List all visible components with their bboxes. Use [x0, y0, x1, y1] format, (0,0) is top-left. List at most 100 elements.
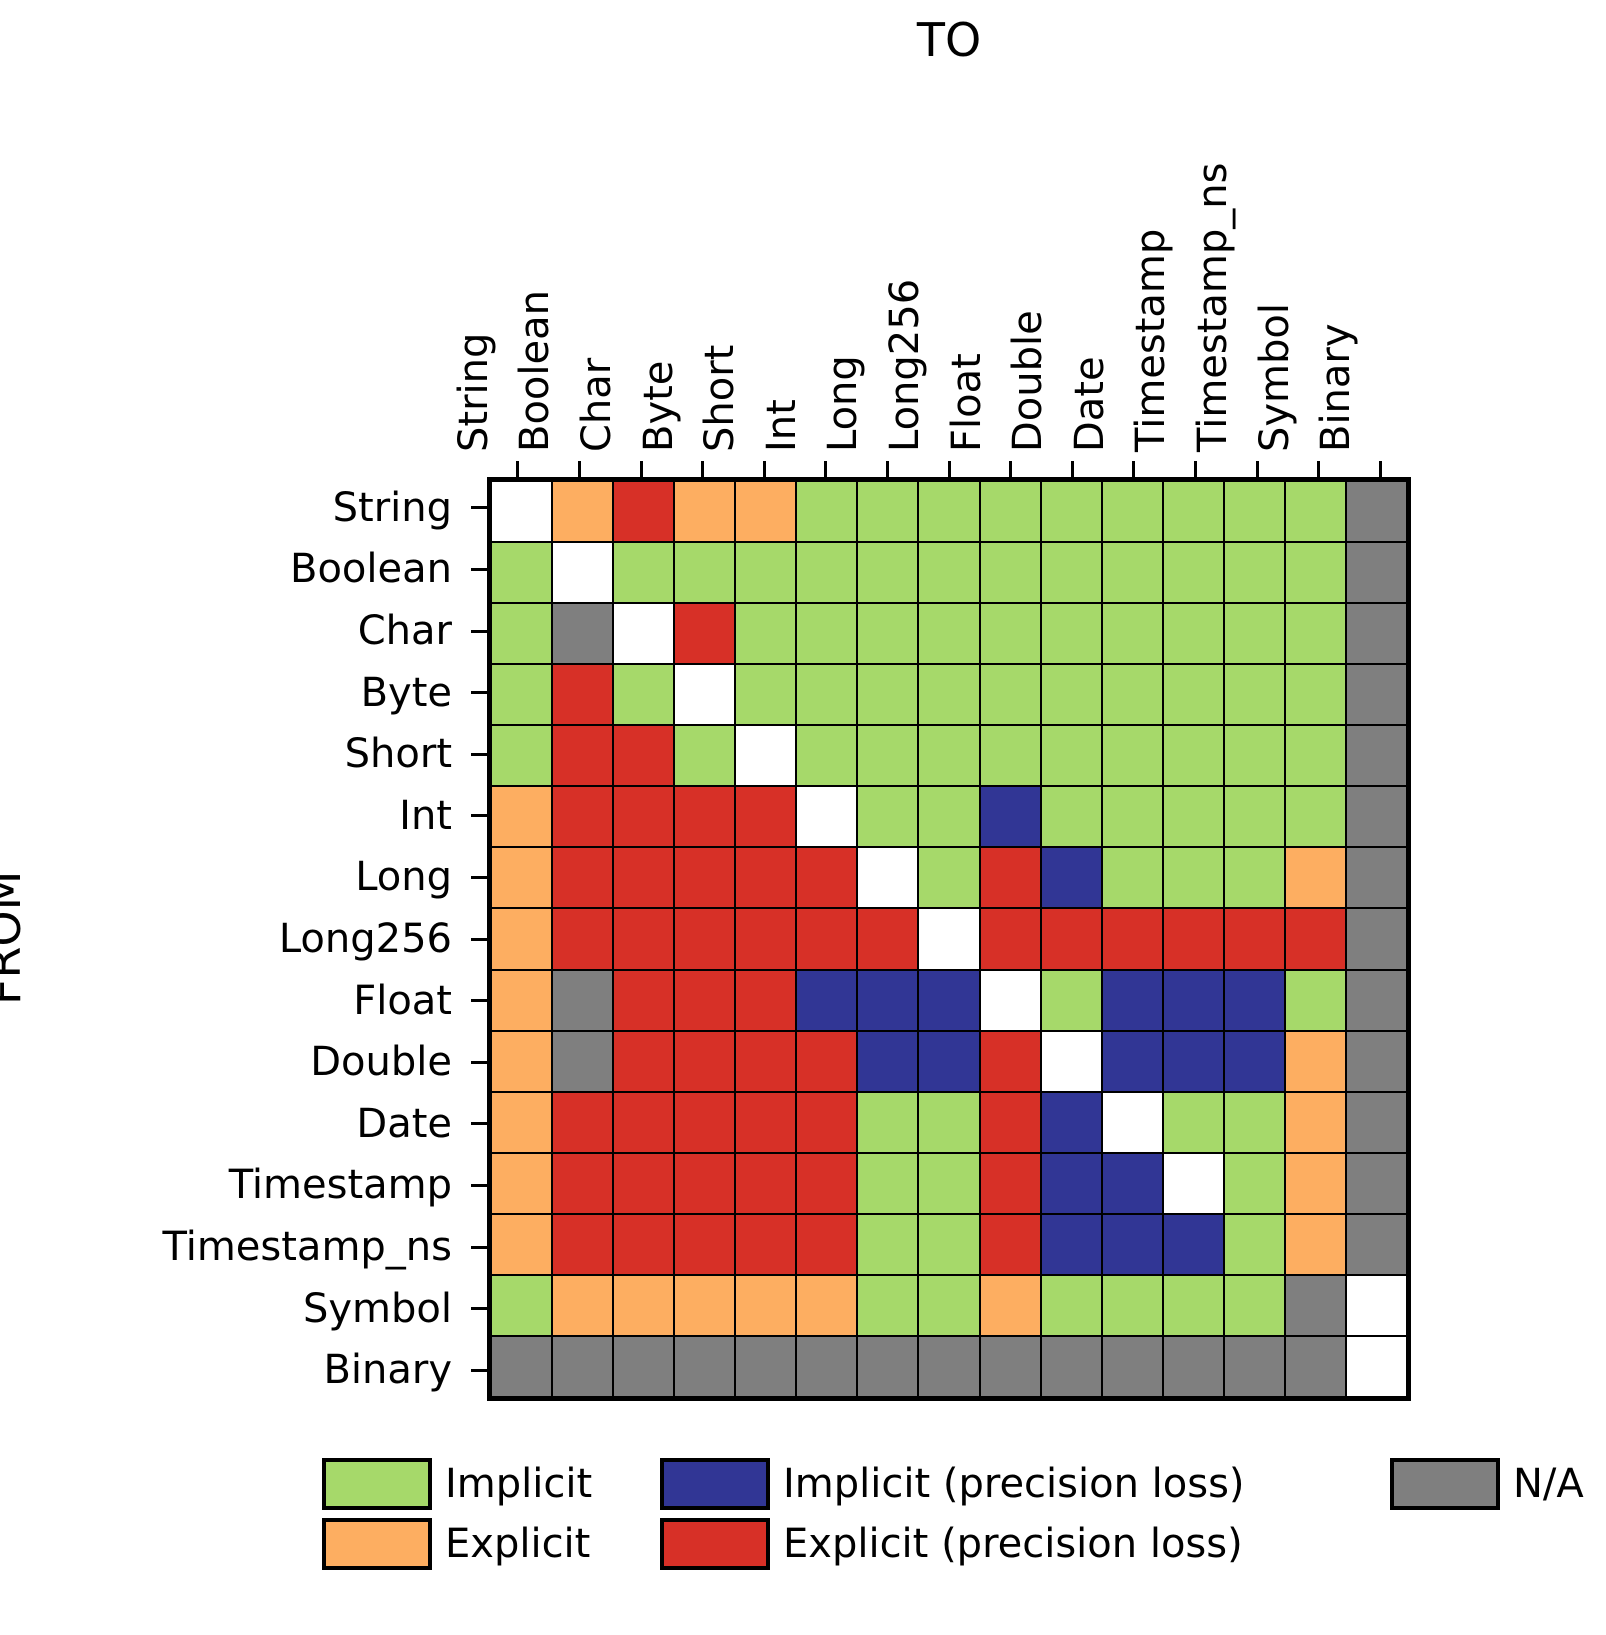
cell-Byte-to-Boolean: [552, 664, 614, 726]
cell-Int-to-Timestamp: [1162, 786, 1224, 848]
cell-Char-to-Boolean: [552, 603, 614, 665]
cell-Binary-to-Float: [979, 1335, 1041, 1397]
cell-Char-to-Byte: [674, 603, 736, 665]
col-tick-Float: [1009, 461, 1013, 477]
cell-Boolean-to-Binary: [1345, 542, 1407, 604]
cell-Float-to-Timestamp_ns: [1223, 969, 1285, 1031]
row-label-Binary: Binary: [323, 1347, 452, 1394]
cell-String-to-Double: [1040, 481, 1102, 543]
cell-Symbol-to-Double: [1040, 1274, 1102, 1336]
cell-Symbol-to-Long: [857, 1274, 919, 1336]
cell-Long256-to-Date: [1101, 908, 1163, 970]
cell-Char-to-Int: [796, 603, 858, 665]
cell-Boolean-to-Int: [796, 542, 858, 604]
row-label-Symbol: Symbol: [302, 1285, 452, 1332]
cell-Long-to-Boolean: [552, 847, 614, 909]
row-label-Long: Long: [355, 854, 452, 901]
cell-Short-to-Long256: [918, 725, 980, 787]
cell-Boolean-to-Long256: [918, 542, 980, 604]
cell-Boolean-to-Date: [1101, 542, 1163, 604]
col-tick-Int: [824, 461, 828, 477]
col-tick-Short: [762, 461, 766, 477]
cell-Long-to-Byte: [674, 847, 736, 909]
cell-Byte-to-Symbol: [1284, 664, 1346, 726]
cell-Short-to-Binary: [1345, 725, 1407, 787]
cell-Timestamp-to-Float: [979, 1152, 1041, 1214]
cell-Short-to-String: [491, 725, 553, 787]
cell-Timestamp_ns-to-Timestamp: [1162, 1213, 1224, 1275]
cell-Timestamp_ns-to-Int: [796, 1213, 858, 1275]
cell-Long-to-Long256: [918, 847, 980, 909]
cell-Float-to-Symbol: [1284, 969, 1346, 1031]
col-label-Double: Double: [1005, 310, 1052, 452]
cell-Float-to-Float: [979, 969, 1041, 1031]
cell-Double-to-Int: [796, 1030, 858, 1092]
cell-Timestamp_ns-to-Date: [1101, 1213, 1163, 1275]
cell-Timestamp-to-Symbol: [1284, 1152, 1346, 1214]
cast-matrix-grid: [487, 477, 1411, 1401]
cell-Float-to-Double: [1040, 969, 1102, 1031]
row-label-Long256: Long256: [278, 916, 452, 962]
cell-Float-to-Binary: [1345, 969, 1407, 1031]
cell-Short-to-Symbol: [1284, 725, 1346, 787]
cell-String-to-String: [491, 481, 553, 543]
cell-Binary-to-Binary: [1345, 1335, 1407, 1397]
cell-Binary-to-Date: [1101, 1335, 1163, 1397]
cell-Symbol-to-Date: [1101, 1274, 1163, 1336]
col-tick-Symbol: [1317, 461, 1321, 477]
col-label-Timestamp: Timestamp: [1128, 228, 1175, 452]
cell-Float-to-Char: [613, 969, 675, 1031]
cell-Timestamp-to-Date: [1101, 1152, 1163, 1214]
row-label-Char: Char: [357, 608, 452, 654]
col-tick-Timestamp: [1193, 461, 1197, 477]
legend-swatch-R: [660, 1518, 770, 1570]
cell-Symbol-to-Int: [796, 1274, 858, 1336]
row-tick-Timestamp: [471, 1183, 487, 1187]
cell-Char-to-Timestamp: [1162, 603, 1224, 665]
cell-Binary-to-Symbol: [1284, 1335, 1346, 1397]
cell-Symbol-to-String: [491, 1274, 553, 1336]
cell-Timestamp_ns-to-Double: [1040, 1213, 1102, 1275]
cell-Timestamp_ns-to-Timestamp_ns: [1223, 1213, 1285, 1275]
cell-Long-to-Int: [796, 847, 858, 909]
cell-Binary-to-Double: [1040, 1335, 1102, 1397]
cell-Timestamp_ns-to-Long: [857, 1213, 919, 1275]
cell-Float-to-Short: [735, 969, 797, 1031]
col-label-Symbol: Symbol: [1251, 302, 1298, 452]
cell-Binary-to-Short: [735, 1335, 797, 1397]
cell-Symbol-to-Timestamp: [1162, 1274, 1224, 1336]
cell-Timestamp_ns-to-Byte: [674, 1213, 736, 1275]
cell-Int-to-Byte: [674, 786, 736, 848]
cell-Int-to-Symbol: [1284, 786, 1346, 848]
col-tick-Byte: [701, 461, 705, 477]
cell-Int-to-Long256: [918, 786, 980, 848]
cell-Timestamp-to-Byte: [674, 1152, 736, 1214]
col-tick-Double: [1070, 461, 1074, 477]
col-label-Byte: Byte: [635, 360, 682, 452]
cell-Long256-to-Timestamp: [1162, 908, 1224, 970]
cell-Int-to-Char: [613, 786, 675, 848]
cell-Byte-to-Float: [979, 664, 1041, 726]
cell-String-to-Long256: [918, 481, 980, 543]
cell-Date-to-Timestamp_ns: [1223, 1091, 1285, 1153]
cell-Date-to-Char: [613, 1091, 675, 1153]
cell-String-to-Binary: [1345, 481, 1407, 543]
cell-Short-to-Boolean: [552, 725, 614, 787]
legend-swatch-N: [1390, 1458, 1500, 1510]
cell-String-to-Boolean: [552, 481, 614, 543]
cell-Short-to-Char: [613, 725, 675, 787]
col-label-Timestamp_ns: Timestamp_ns: [1190, 162, 1236, 452]
cell-Short-to-Timestamp: [1162, 725, 1224, 787]
cell-Long256-to-Boolean: [552, 908, 614, 970]
cell-Short-to-Short: [735, 725, 797, 787]
cell-Double-to-String: [491, 1030, 553, 1092]
cell-String-to-Short: [735, 481, 797, 543]
row-label-Double: Double: [310, 1039, 452, 1086]
row-label-Byte: Byte: [360, 669, 452, 716]
cell-String-to-Int: [796, 481, 858, 543]
col-tick-Long256: [947, 461, 951, 477]
cell-Byte-to-Int: [796, 664, 858, 726]
col-label-Int: Int: [758, 399, 805, 452]
cell-String-to-Float: [979, 481, 1041, 543]
